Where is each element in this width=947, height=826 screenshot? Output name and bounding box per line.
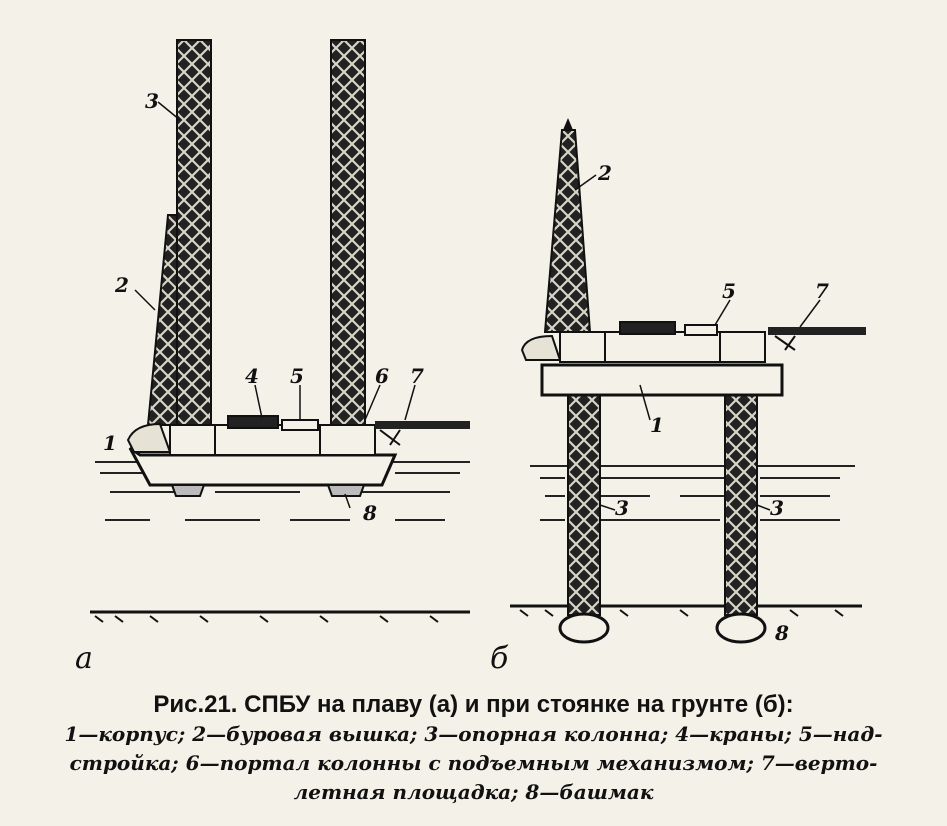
caption-title: Рис.21. СПБУ на плаву (а) и при стоянке …: [153, 691, 794, 718]
caption-legend: 1—корпус; 2—буровая вышка; 3—опорная кол…: [64, 722, 883, 804]
label-7-a: 7: [410, 364, 424, 388]
shoe-a-left: [170, 484, 206, 497]
label-2-a: 2: [114, 273, 129, 297]
derrick-b-top: [563, 118, 573, 130]
superstructure-a: [169, 415, 376, 456]
label-2-b: 2: [597, 161, 612, 185]
superstructure-b: [559, 321, 766, 363]
bow-a: [126, 422, 172, 453]
label-7-b: 7: [815, 279, 829, 303]
shoe-b-right: [715, 612, 767, 644]
label-6-a: 6: [375, 364, 389, 388]
support-column-a-right: [330, 39, 366, 441]
label-8-b: 8: [774, 621, 789, 645]
drilling-rig-illustration: 3 2 4 5 6 7 1 8 а: [75, 39, 866, 676]
helideck-b: [768, 327, 866, 351]
shoe-a-right: [326, 484, 366, 497]
seabed-a: [90, 610, 470, 623]
leader-lines-a: [134, 101, 416, 509]
subfigure-label-b: б: [490, 641, 509, 676]
figure-a: 3 2 4 5 6 7 1 8 а: [75, 39, 470, 676]
leader-lines-b: [574, 174, 821, 511]
seabed-b: [510, 604, 862, 617]
label-3-a: 3: [145, 89, 159, 113]
derrick-b: [543, 129, 592, 333]
label-8-a: 8: [362, 501, 377, 525]
hull-b: [540, 363, 784, 397]
label-1-a: 1: [103, 431, 117, 455]
figure-b: 2 5 7 1 3 3 8 б: [490, 118, 866, 676]
support-column-b-right: [724, 394, 758, 616]
label-5-b: 5: [722, 279, 736, 303]
figure-caption: Рис.21. СПБУ на плаву (а) и при стоянке …: [0, 690, 947, 807]
label-5-a: 5: [290, 364, 304, 388]
label-1-b: 1: [650, 413, 664, 437]
label-4-a: 4: [245, 364, 259, 388]
helideck-a: [375, 421, 470, 446]
label-3-b-left: 3: [615, 496, 629, 520]
subfigure-label-a: а: [75, 641, 93, 676]
bow-b: [520, 334, 562, 361]
shoe-b-left: [558, 612, 610, 644]
support-column-b-left: [567, 394, 601, 616]
label-3-b-right: 3: [770, 496, 784, 520]
support-column-a-left: [176, 39, 212, 441]
hull-a: [128, 446, 398, 487]
